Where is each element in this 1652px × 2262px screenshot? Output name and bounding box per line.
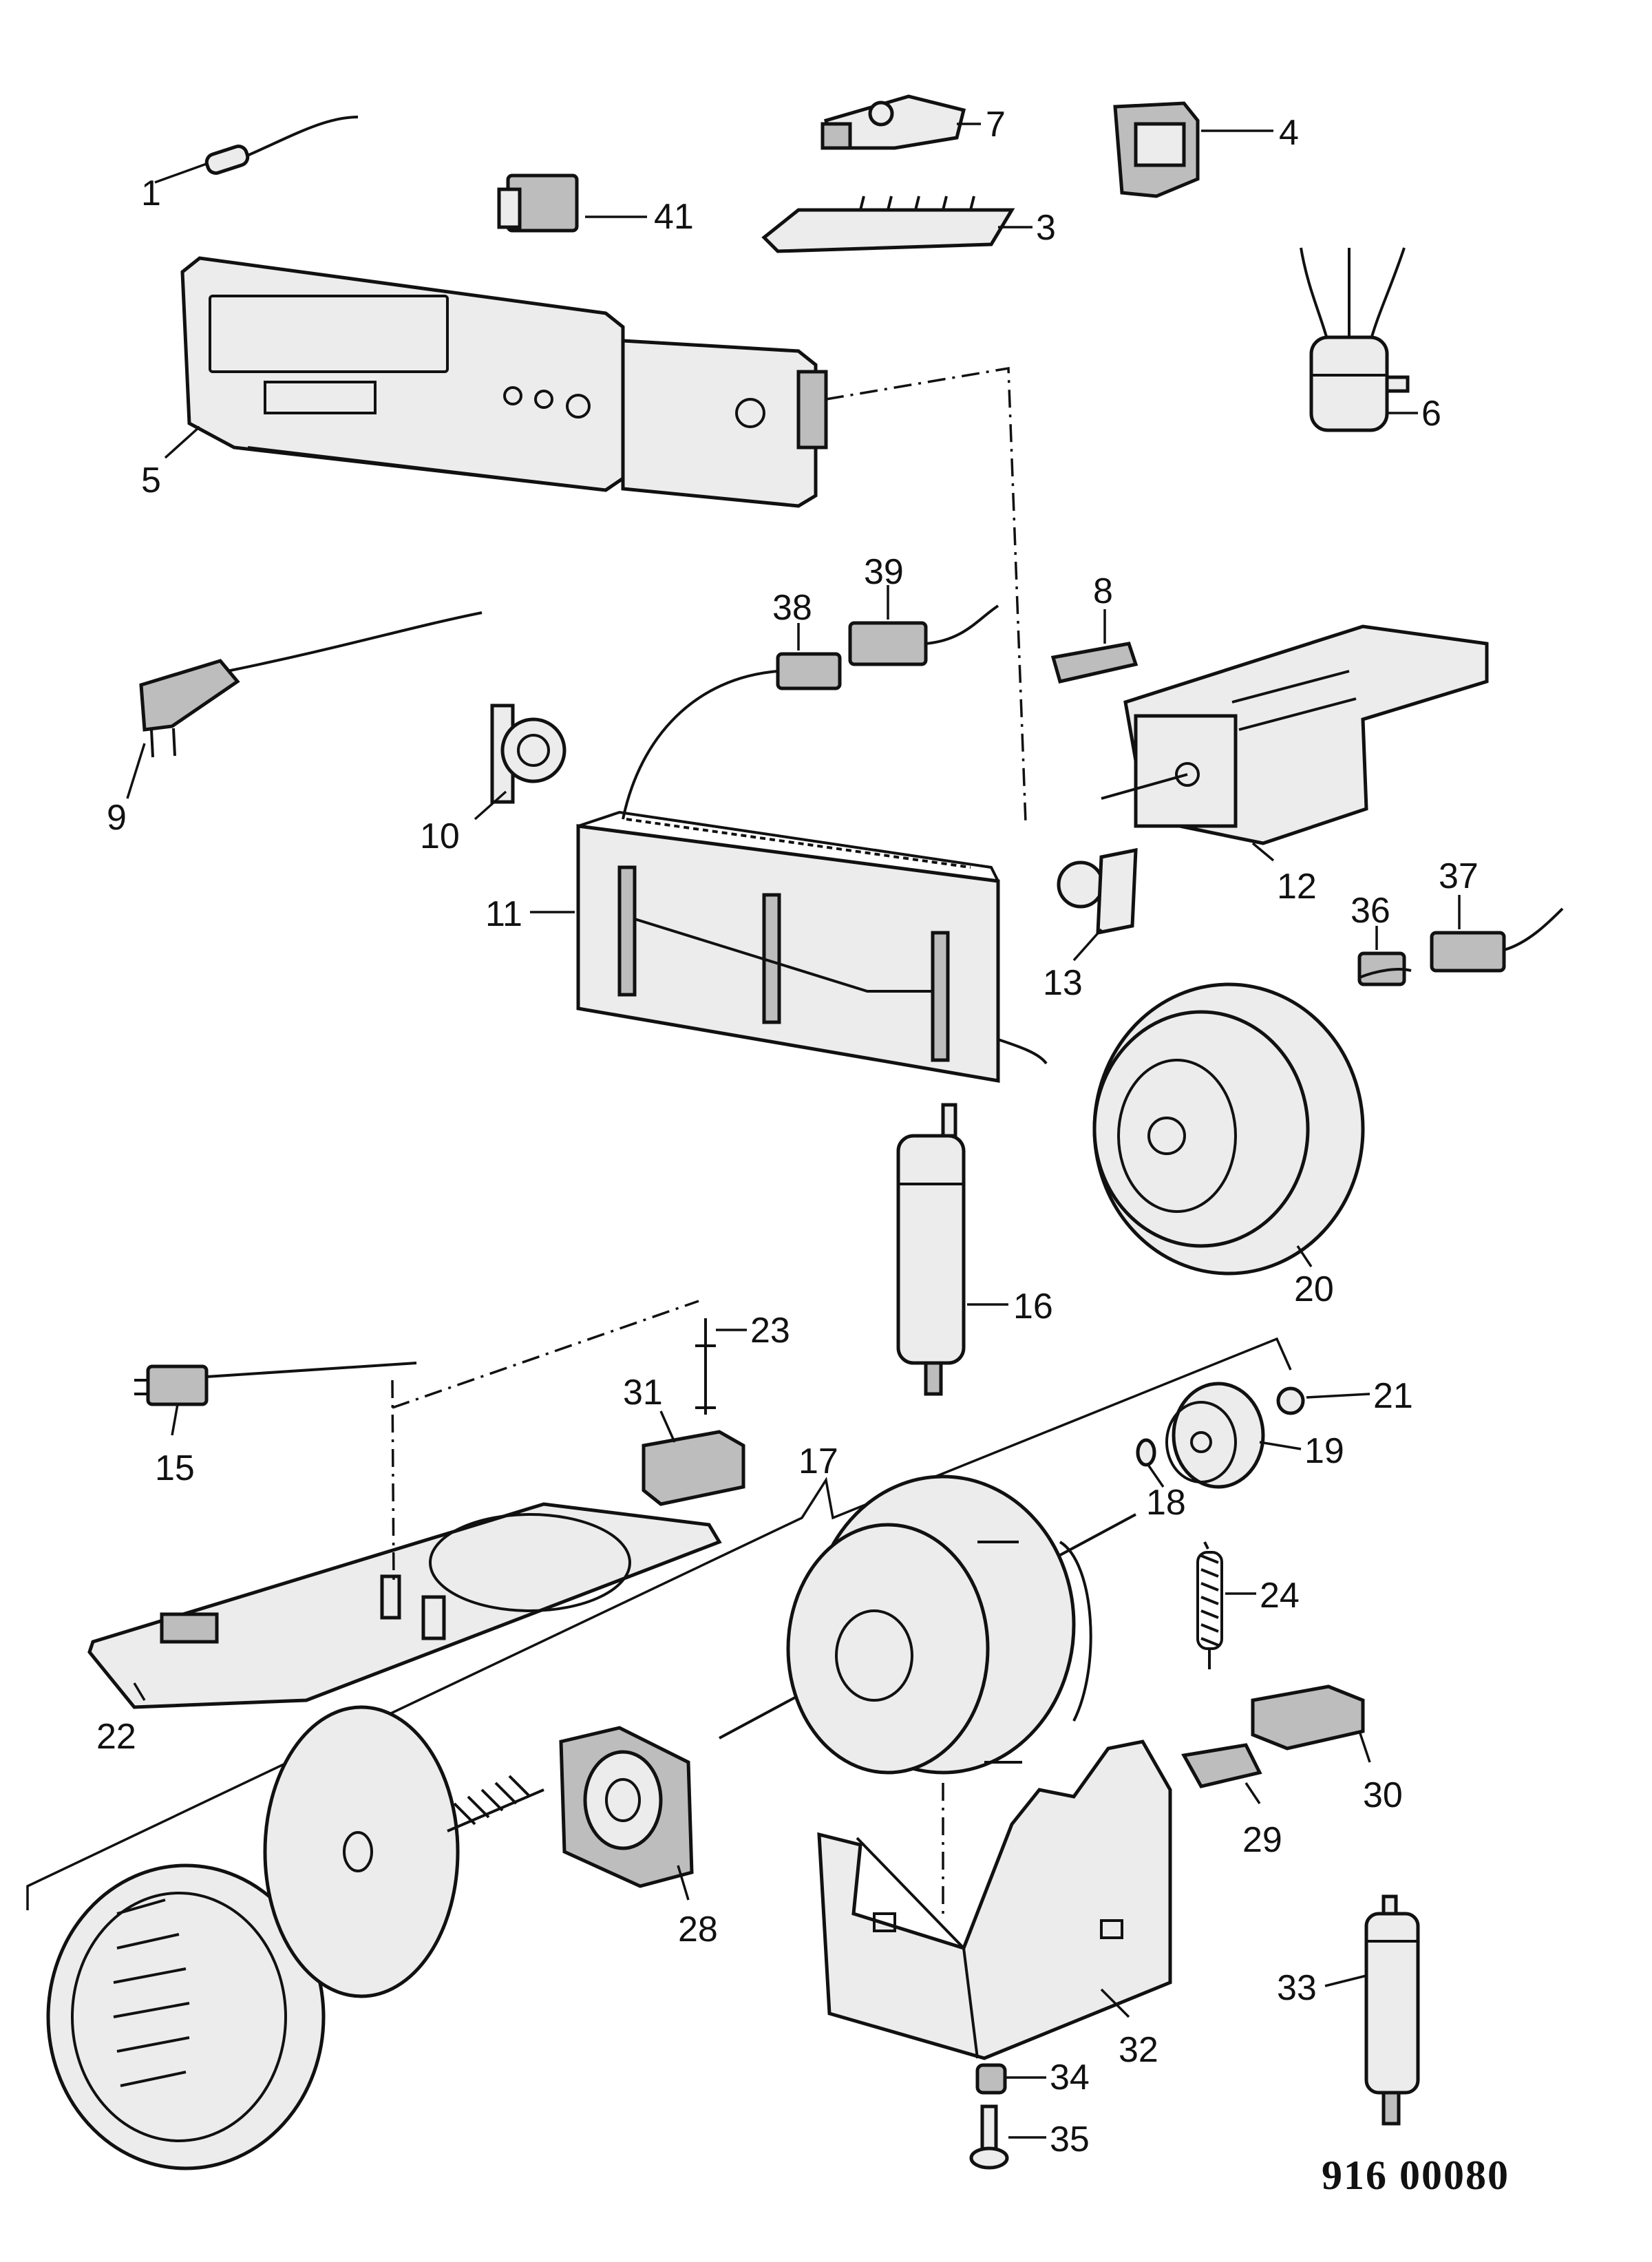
callout-9: 9: [107, 798, 127, 838]
callout-34: 34: [1050, 2058, 1090, 2097]
callout-37: 37: [1439, 856, 1479, 896]
drive-motor: [719, 1474, 1136, 1775]
part-20-blower-wheel: [1092, 968, 1412, 1276]
callout-17: 17: [798, 1441, 838, 1481]
callout-8: 8: [1093, 571, 1113, 611]
part-7-switch-assembly: [820, 94, 966, 150]
callout-20: 20: [1294, 1269, 1334, 1309]
blower-fan-assembly: [46, 1705, 544, 2170]
callout-23: 23: [750, 1311, 790, 1351]
callout-3: 3: [1036, 208, 1056, 248]
callout-13: 13: [1043, 963, 1083, 1003]
drawing-reference-number: 916 00080: [1322, 2153, 1510, 2198]
part-13-timer-motor: [1057, 847, 1138, 936]
callout-19: 19: [1304, 1431, 1344, 1471]
callout-6: 6: [1421, 394, 1441, 434]
callout-21: 21: [1373, 1376, 1413, 1416]
part-4-thermostat-switch: [1113, 101, 1200, 198]
callout-5: 5: [141, 461, 161, 500]
callout-22: 22: [96, 1717, 136, 1757]
callout-7: 7: [986, 105, 1006, 145]
part-37-fan-connector: [1430, 907, 1564, 973]
callout-38: 38: [772, 588, 812, 628]
part-3-push-button-block: [761, 195, 1015, 253]
callout-39: 39: [864, 552, 904, 592]
part-28-bearing-bracket: [559, 1726, 694, 1888]
callout-4: 4: [1279, 113, 1299, 153]
callout-33: 33: [1277, 1968, 1317, 2008]
part-24-tension-spring: [1196, 1541, 1223, 1669]
callout-11: 11: [485, 894, 522, 934]
callout-18: 18: [1146, 1483, 1186, 1523]
part-34-rubber-bush: [975, 2063, 1007, 2095]
part-21-nut: [1276, 1386, 1305, 1415]
callout-12: 12: [1277, 867, 1317, 907]
part-11-heating-element: [576, 810, 1048, 1083]
part-6-suppressor-capacitor: [1300, 247, 1410, 432]
part-23-spindle-pin: [695, 1318, 716, 1415]
part-15-door-micro-switch: [134, 1362, 417, 1406]
callout-15: 15: [155, 1448, 195, 1488]
callout-16: 16: [1013, 1287, 1053, 1326]
callout-41: 41: [654, 197, 694, 237]
part-8-terminal-strip: [1050, 642, 1139, 684]
part-9-mains-plug-cord: [139, 611, 483, 758]
callout-10: 10: [420, 816, 460, 856]
callout-32: 32: [1119, 2030, 1158, 2070]
part-29-connector-plug: [1181, 1743, 1262, 1788]
callout-28: 28: [678, 1910, 718, 1949]
part-16-run-capacitor: [896, 1103, 966, 1396]
part-19-drive-pulley: [1165, 1382, 1265, 1489]
part-12-programme-timer: [1101, 624, 1489, 845]
part-30-terminal-block: [1251, 1684, 1365, 1751]
part-10-thermal-cutout: [490, 704, 566, 804]
part-32-motor-cradle: [817, 1740, 1172, 2060]
part-31-foam-pad: [642, 1430, 745, 1506]
part-5-control-panel-bracket: [180, 256, 828, 508]
part-1-sensor-probe: [204, 116, 359, 175]
callout-30: 30: [1363, 1775, 1403, 1815]
part-33-capacitor: [1364, 1894, 1420, 2126]
part-18-washer: [1136, 1438, 1156, 1467]
part-41-relay: [497, 173, 579, 233]
part-39-connector-block: [848, 604, 999, 666]
callout-1: 1: [141, 173, 161, 213]
callout-29: 29: [1242, 1820, 1282, 1860]
callout-24: 24: [1260, 1576, 1300, 1616]
part-35-screw: [969, 2104, 1009, 2170]
part-38-plug-connector: [776, 652, 842, 690]
callout-35: 35: [1050, 2120, 1090, 2159]
callout-36: 36: [1351, 891, 1390, 931]
part-22-base-plate: [87, 1380, 722, 1709]
callout-31: 31: [623, 1373, 663, 1413]
